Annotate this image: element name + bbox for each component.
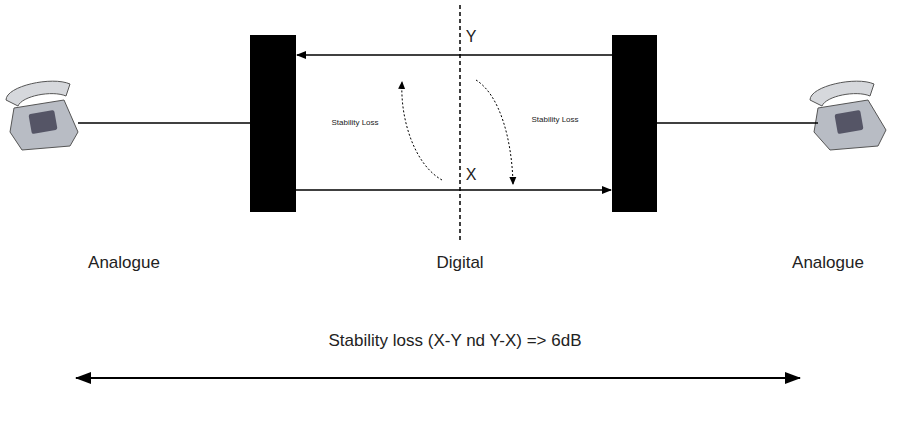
telephone-icon [810, 81, 886, 150]
domain-label: Digital [436, 253, 483, 273]
signal-path [297, 54, 612, 56]
loss-note: Stability Loss [529, 114, 580, 125]
requirement-note: Stability loss (X-Y nd Y-X) => 6dB [329, 331, 582, 351]
domain-label: Analogue [792, 253, 864, 273]
signal-point: X [466, 166, 477, 184]
domain-label: Analogue [88, 253, 160, 273]
converter-bar [612, 35, 657, 212]
loss-note: Stability Loss [329, 117, 380, 128]
signal-path [296, 189, 611, 191]
signal-point: Y [466, 28, 477, 46]
converter-bar [250, 35, 296, 212]
wire [657, 122, 818, 124]
telephone-icon [6, 81, 78, 150]
boundary-line [459, 5, 461, 242]
span-arrow [76, 377, 800, 379]
wire [78, 122, 250, 124]
loop-arrow [476, 80, 513, 184]
loop-arrow [402, 82, 442, 180]
